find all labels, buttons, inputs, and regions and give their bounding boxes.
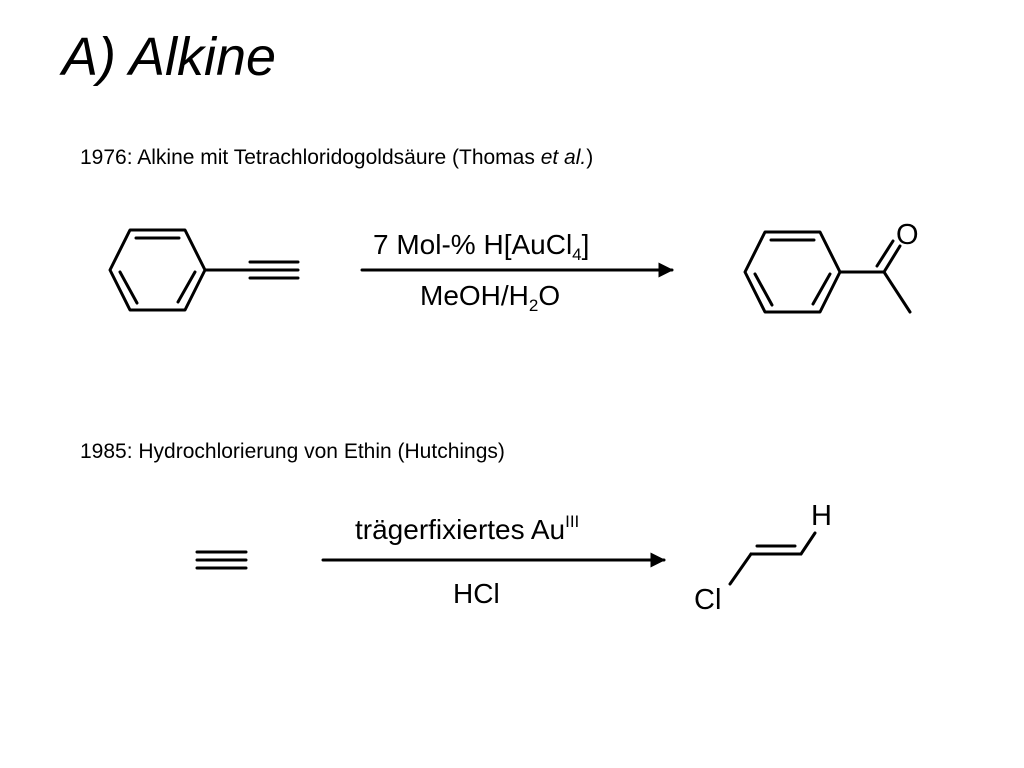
ring-double-bond [118, 270, 139, 305]
c-cl-bond [728, 552, 753, 586]
reaction-2-reagent: HCl [453, 578, 500, 609]
reaction-2-catalyst-superscript: III [565, 512, 580, 531]
ring-double-bond [811, 272, 832, 306]
acetophenone-structure [743, 230, 912, 314]
reaction-1-catalyst: 7 Mol-% H[AuCl4] [373, 229, 590, 264]
reaction-2-catalyst-text: trägerfixiertes Au [355, 514, 566, 545]
reaction-1-caption-suffix: ) [586, 146, 594, 169]
reaction-1-catalyst-subscript: 4 [572, 245, 582, 264]
product-1-oxygen-label: O [896, 219, 919, 251]
reaction-1-catalyst-tail: ] [581, 229, 590, 260]
carbonyl-double-bond [875, 239, 895, 268]
ring-double-bond [176, 270, 197, 304]
vinyl-chloride-structure [728, 531, 817, 586]
slide-title: A) Alkine [62, 27, 277, 87]
reaction-1-solvent-subscript: 2 [528, 296, 539, 315]
methyl-bond [882, 270, 912, 314]
reaction-1-solvent-text: MeOH/H [420, 280, 529, 311]
benzene-ring-reactant [108, 228, 207, 312]
reaction-2-catalyst: trägerfixiertes AuIII [355, 513, 579, 544]
c-h-bond [799, 531, 817, 556]
reaction-1-solvent-tail: O [538, 280, 561, 311]
benzene-ring-product [743, 230, 842, 314]
reaction-1-solvent: MeOH/H2O [420, 280, 561, 315]
reaction-1-caption-prefix: 1976: Alkine mit Tetrachloridogoldsäure … [80, 146, 541, 169]
phenylacetylene-structure [108, 228, 300, 312]
reaction-2-caption: 1985: Hydrochlorierung von Ethin (Hutchi… [80, 440, 505, 463]
reaction-1-catalyst-text: 7 Mol-% H[AuCl [373, 229, 573, 260]
reaction-1-caption-italic: et al. [540, 146, 587, 169]
ring-double-bond [753, 272, 774, 307]
product-2-hydrogen-label: H [811, 500, 832, 532]
carbonyl-double-bond [882, 244, 902, 274]
ethyne-structure [195, 550, 248, 570]
product-2-chlorine-label: Cl [694, 584, 722, 616]
reaction-1-caption: 1976: Alkine mit Tetrachloridogoldsäure … [80, 147, 593, 168]
